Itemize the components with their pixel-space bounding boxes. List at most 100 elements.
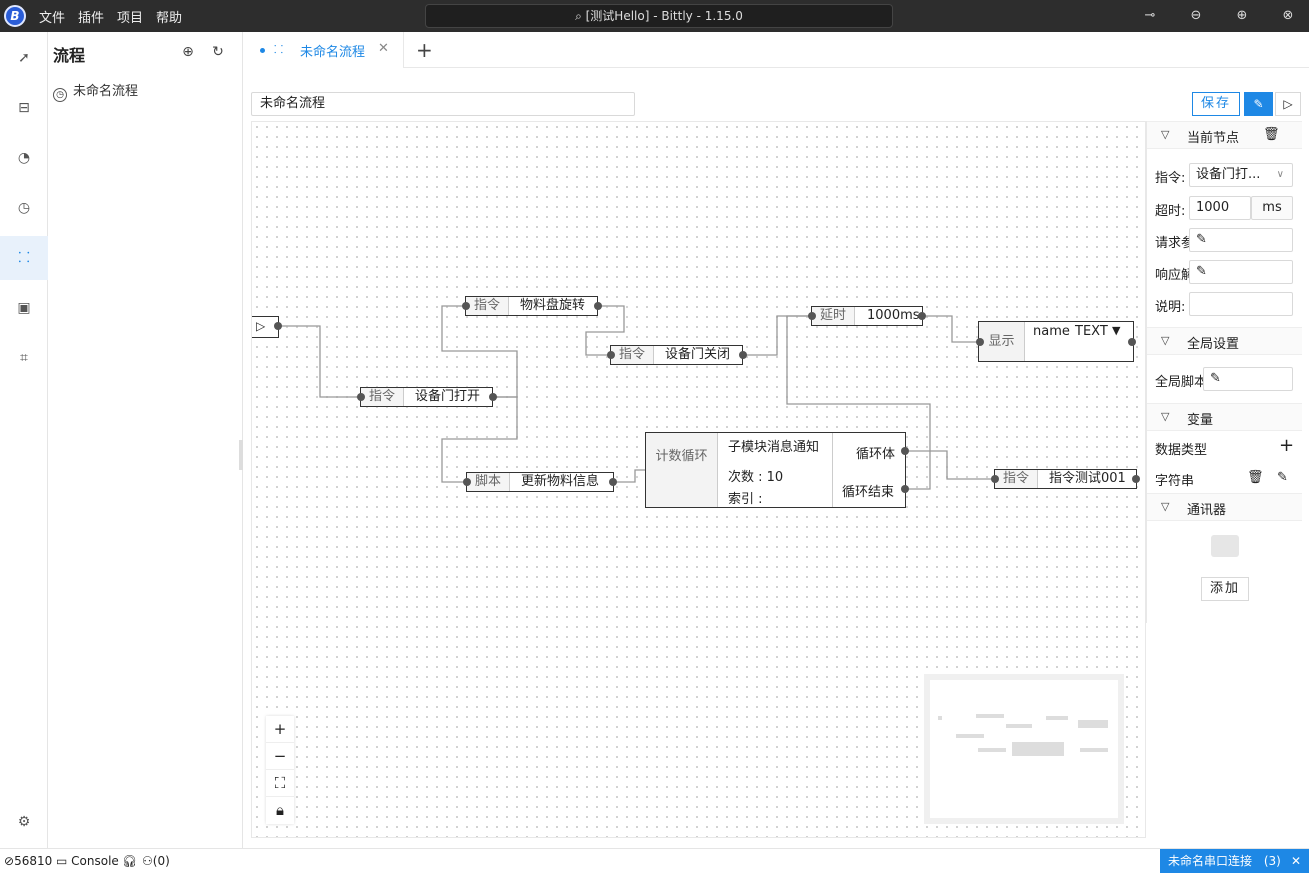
- node-port[interactable]: [918, 312, 926, 320]
- close-icon[interactable]: ✕: [1290, 854, 1301, 868]
- tab-untitled-flow[interactable]: ⸬ 未命名流程 ✕: [244, 32, 404, 68]
- flow-node[interactable]: 指令 物料盘旋转: [465, 296, 598, 316]
- edit-icon[interactable]: ✎: [1277, 470, 1288, 485]
- rocket-icon[interactable]: ➚: [18, 50, 30, 66]
- flow-node[interactable]: 指令 设备门打开: [360, 387, 493, 407]
- menu-plugins[interactable]: 插件: [78, 11, 105, 26]
- pin-icon[interactable]: ⊸: [1144, 8, 1156, 23]
- minimap-node: [976, 714, 1004, 718]
- flow-icon[interactable]: ⸬: [0, 236, 48, 280]
- timeout-input[interactable]: 1000: [1189, 196, 1251, 220]
- global-script-field[interactable]: ✎: [1203, 367, 1293, 391]
- zoom-out-icon[interactable]: −: [266, 743, 294, 770]
- loop-body-label: 循环体: [856, 447, 896, 462]
- scan-icon[interactable]: ⌗: [20, 350, 28, 366]
- panel-icon[interactable]: ▣: [17, 300, 31, 316]
- edge-layer: [278, 305, 995, 490]
- flow-node[interactable]: 脚本 更新物料信息: [466, 472, 614, 492]
- node-port[interactable]: [607, 351, 615, 359]
- add-flow-icon[interactable]: ⊕: [182, 44, 194, 60]
- minimize-icon[interactable]: ⊖: [1190, 8, 1202, 23]
- port-status[interactable]: ⊘56810: [4, 854, 53, 868]
- save-button[interactable]: 保存: [1192, 92, 1240, 116]
- display-type[interactable]: TEXT: [1075, 324, 1108, 339]
- history-icon[interactable]: ◷: [17, 200, 31, 216]
- edge-start-open: [278, 325, 362, 398]
- command-search[interactable]: ⌕ [测试Hello] - Bittly - 1.15.0: [425, 4, 893, 28]
- chevron-down-icon[interactable]: ▼: [1112, 324, 1121, 337]
- add-communicator-button[interactable]: 添加: [1201, 577, 1249, 601]
- refresh-icon[interactable]: ↻: [212, 44, 224, 60]
- empty-inbox-icon: [1211, 535, 1239, 557]
- flow-node[interactable]: 延时 1000ms: [811, 306, 923, 326]
- node-port[interactable]: [609, 478, 617, 486]
- add-variable-icon[interactable]: +: [1279, 435, 1295, 456]
- node-port[interactable]: [991, 475, 999, 483]
- section-variables[interactable]: ▽ 变量: [1147, 403, 1302, 431]
- play-icon[interactable]: ▷: [1275, 92, 1301, 116]
- node-kind: 指令: [466, 297, 510, 315]
- node-port[interactable]: [463, 478, 471, 486]
- flow-name-input[interactable]: 未命名流程: [251, 92, 635, 116]
- flow-node[interactable]: 指令 指令测试001: [994, 469, 1137, 489]
- node-port[interactable]: [462, 302, 470, 310]
- unsaved-dot: [260, 48, 265, 53]
- node-port[interactable]: [274, 322, 282, 330]
- edge-open-turn: [441, 305, 518, 398]
- menu-help[interactable]: 帮助: [156, 11, 183, 26]
- node-port[interactable]: [1128, 338, 1136, 346]
- node-port[interactable]: [901, 485, 909, 493]
- minimap-node: [1078, 720, 1108, 728]
- node-port[interactable]: [976, 338, 984, 346]
- explorer-title: 流程: [53, 46, 86, 65]
- lock-icon[interactable]: 🔒︎: [276, 801, 284, 819]
- serial-icon[interactable]: ⊟: [18, 100, 30, 116]
- loop-title: 子模块消息通知: [728, 440, 820, 455]
- edit-icon[interactable]: ✎: [1244, 92, 1273, 116]
- node-port[interactable]: [489, 393, 497, 401]
- minimap[interactable]: [924, 674, 1124, 824]
- edge-open-script: [441, 396, 518, 483]
- dashboard-icon[interactable]: ◔: [17, 150, 31, 166]
- request-edit-field[interactable]: ✎: [1189, 228, 1293, 252]
- flow-list-item[interactable]: ◷未命名流程: [53, 80, 138, 102]
- node-port[interactable]: [357, 393, 365, 401]
- users-status[interactable]: ⚇(0): [142, 854, 170, 868]
- console-toggle[interactable]: ▭ Console: [56, 854, 119, 868]
- flow-node[interactable]: 指令 设备门关闭: [610, 345, 743, 365]
- zoom-in-icon[interactable]: +: [266, 716, 294, 743]
- node-port[interactable]: [1132, 475, 1140, 483]
- edit-icon[interactable]: ✎: [1196, 264, 1207, 279]
- sidebar-resize-handle[interactable]: [239, 440, 243, 470]
- serial-connection-status[interactable]: 未命名串口连接 (3) ✕: [1160, 849, 1309, 873]
- node-port[interactable]: [901, 447, 909, 455]
- loop-node[interactable]: 计数循环 子模块消息通知 次数 : 10 索引 : 循环体 循环结束: [645, 432, 906, 508]
- gear-icon[interactable]: ⚙: [17, 814, 31, 830]
- node-port[interactable]: [739, 351, 747, 359]
- menu-project[interactable]: 项目: [117, 11, 144, 26]
- display-node[interactable]: 显示 name TEXT ▼: [978, 321, 1134, 362]
- menu-file[interactable]: 文件: [39, 11, 66, 26]
- cmd-select[interactable]: 设备门打... ∨: [1189, 163, 1293, 187]
- node-port[interactable]: [808, 312, 816, 320]
- edit-icon[interactable]: ✎: [1210, 371, 1221, 386]
- headset-icon[interactable]: 🎧︎: [122, 854, 138, 868]
- flow-canvas[interactable]: ▷ 指令 物料盘旋转 指令 设备门关闭 指令 设备门打开 脚本 更新物料信息 延…: [251, 121, 1146, 838]
- edit-icon[interactable]: ✎: [1196, 232, 1207, 247]
- close-icon[interactable]: ⊗: [1282, 8, 1294, 23]
- desc-input[interactable]: [1189, 292, 1293, 316]
- node-port[interactable]: [594, 302, 602, 310]
- add-tab-icon[interactable]: +: [416, 38, 433, 62]
- close-tab-icon[interactable]: ✕: [378, 41, 389, 56]
- section-global[interactable]: ▽ 全局设置: [1147, 327, 1302, 355]
- flow-tab-icon: ⸬: [274, 43, 284, 56]
- response-edit-field[interactable]: ✎: [1189, 260, 1293, 284]
- flow-item-label: 未命名流程: [73, 84, 139, 99]
- maximize-icon[interactable]: ⊕: [1236, 8, 1248, 23]
- trash-icon[interactable]: 🗑︎: [1247, 470, 1264, 485]
- display-field: name: [1033, 324, 1070, 339]
- section-current-node[interactable]: ▽ 当前节点 🗑︎: [1147, 121, 1302, 149]
- fit-view-icon[interactable]: ⛶: [266, 770, 294, 797]
- section-comm[interactable]: ▽ 通讯器: [1147, 493, 1302, 521]
- trash-icon[interactable]: 🗑︎: [1263, 127, 1280, 142]
